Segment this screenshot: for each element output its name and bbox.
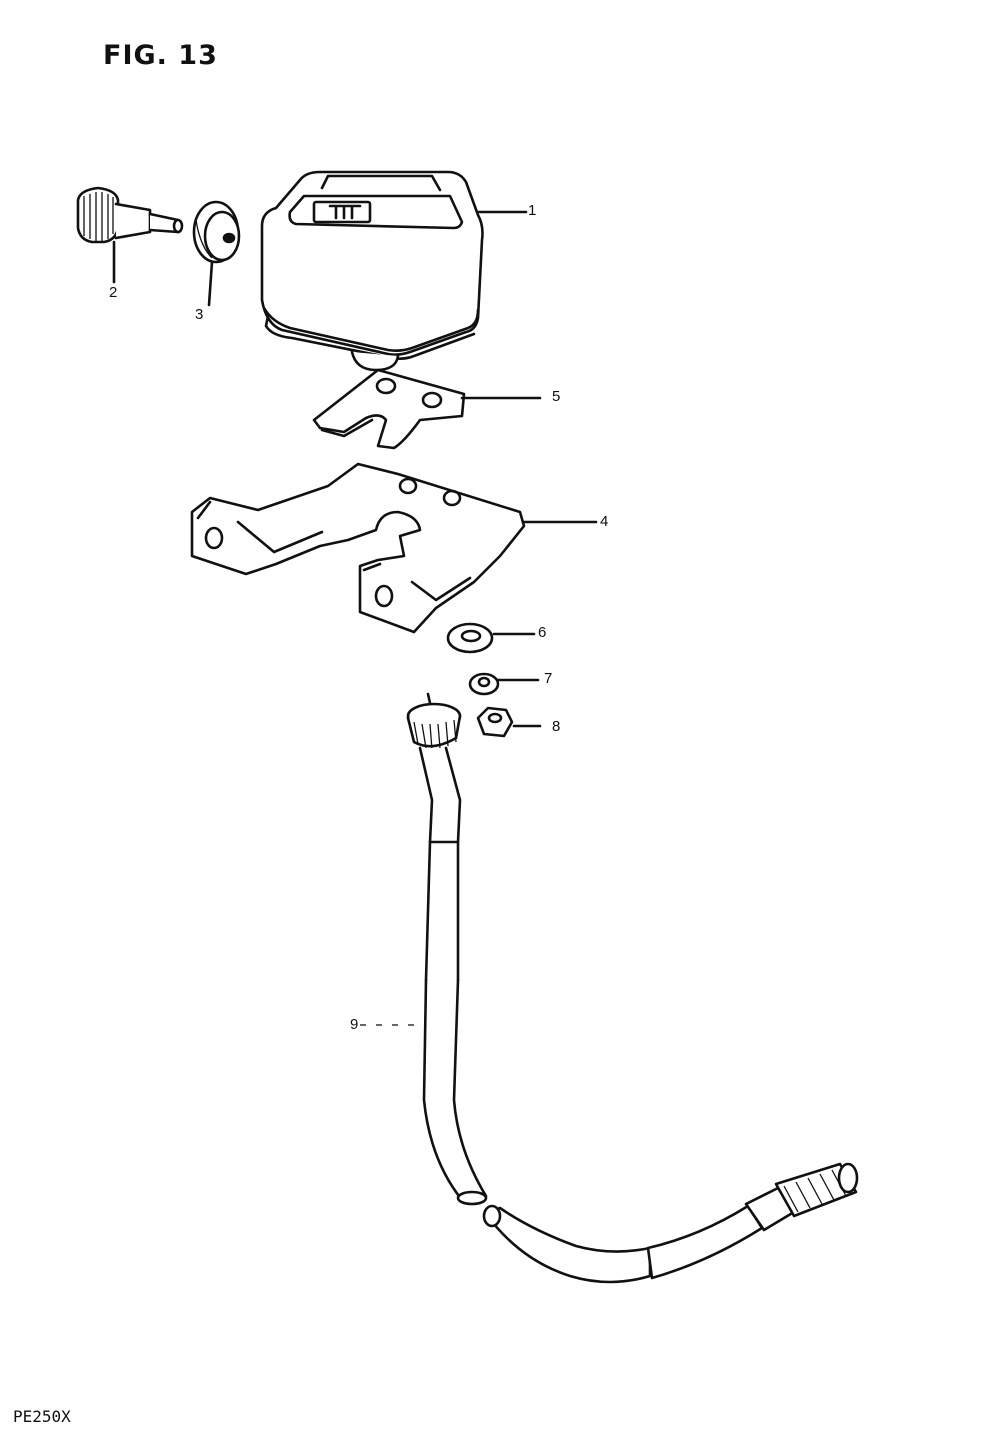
callout-2: 2 (109, 284, 118, 301)
callout-6: 6 (538, 624, 547, 641)
callout-5: 5 (552, 388, 561, 405)
part-8-nut (476, 706, 542, 738)
part-4-bracket (190, 462, 598, 634)
part-3-grommet (192, 200, 241, 307)
callout-9: 9 (350, 1016, 359, 1033)
part-9-cable (360, 692, 859, 1284)
part-1-cover (260, 170, 528, 372)
part-7-lock-washer (468, 672, 540, 696)
part-6-washer (446, 622, 536, 654)
figure-title: FIG. 13 (103, 40, 218, 71)
callout-8: 8 (552, 718, 561, 735)
callout-1: 1 (528, 202, 537, 219)
part-2-bulb-socket (76, 186, 184, 284)
callout-7: 7 (544, 670, 553, 687)
callout-3: 3 (195, 306, 204, 323)
model-code: PE250X (13, 1407, 71, 1426)
callout-4: 4 (600, 513, 609, 530)
part-5-plate (312, 368, 542, 450)
